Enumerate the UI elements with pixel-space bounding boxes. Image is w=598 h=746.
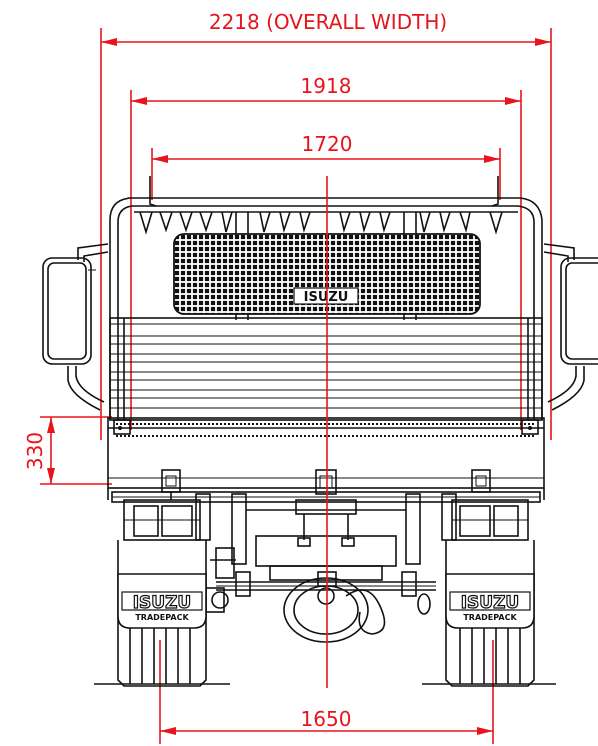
under-tray-rail (111, 491, 541, 503)
inner-width-label: 1720 (302, 132, 353, 156)
right-mirror (543, 243, 598, 411)
body-width-label: 1918 (301, 74, 352, 98)
cab-outline (109, 176, 543, 420)
tray-body (109, 317, 543, 421)
left-flap-sub: TRADEPACK (135, 613, 189, 622)
tailgate-latch-left (161, 469, 181, 500)
dimension-track-width: 1650 (159, 640, 494, 744)
tailgate (107, 417, 545, 500)
track-width-label: 1650 (301, 707, 352, 731)
dimension-inner-width: 1720 (151, 132, 501, 200)
left-tail-light (123, 493, 211, 541)
right-tail-light (441, 493, 529, 541)
grille-logo: ISUZU (304, 290, 349, 305)
left-flap-logo: ISUZU (133, 593, 192, 613)
tailgate-latch-center (315, 469, 337, 495)
right-flap-logo: ISUZU (461, 593, 520, 613)
left-mirror (42, 243, 109, 411)
dimension-deck-height: 330 (23, 416, 112, 485)
right-mud-flap: ISUZU TRADEPACK (445, 573, 535, 629)
left-mud-flap: ISUZU TRADEPACK (117, 573, 207, 629)
dimension-body-width: 1918 (130, 74, 522, 430)
right-flap-sub: TRADEPACK (463, 613, 517, 622)
chassis-frame (205, 493, 436, 643)
overall-width-label: 2218 (OVERALL WIDTH) (209, 10, 447, 34)
dimension-overall-width: 2218 (OVERALL WIDTH) (100, 10, 552, 440)
deck-height-label: 330 (23, 432, 47, 470)
cab-wiper-pattern (139, 211, 503, 235)
